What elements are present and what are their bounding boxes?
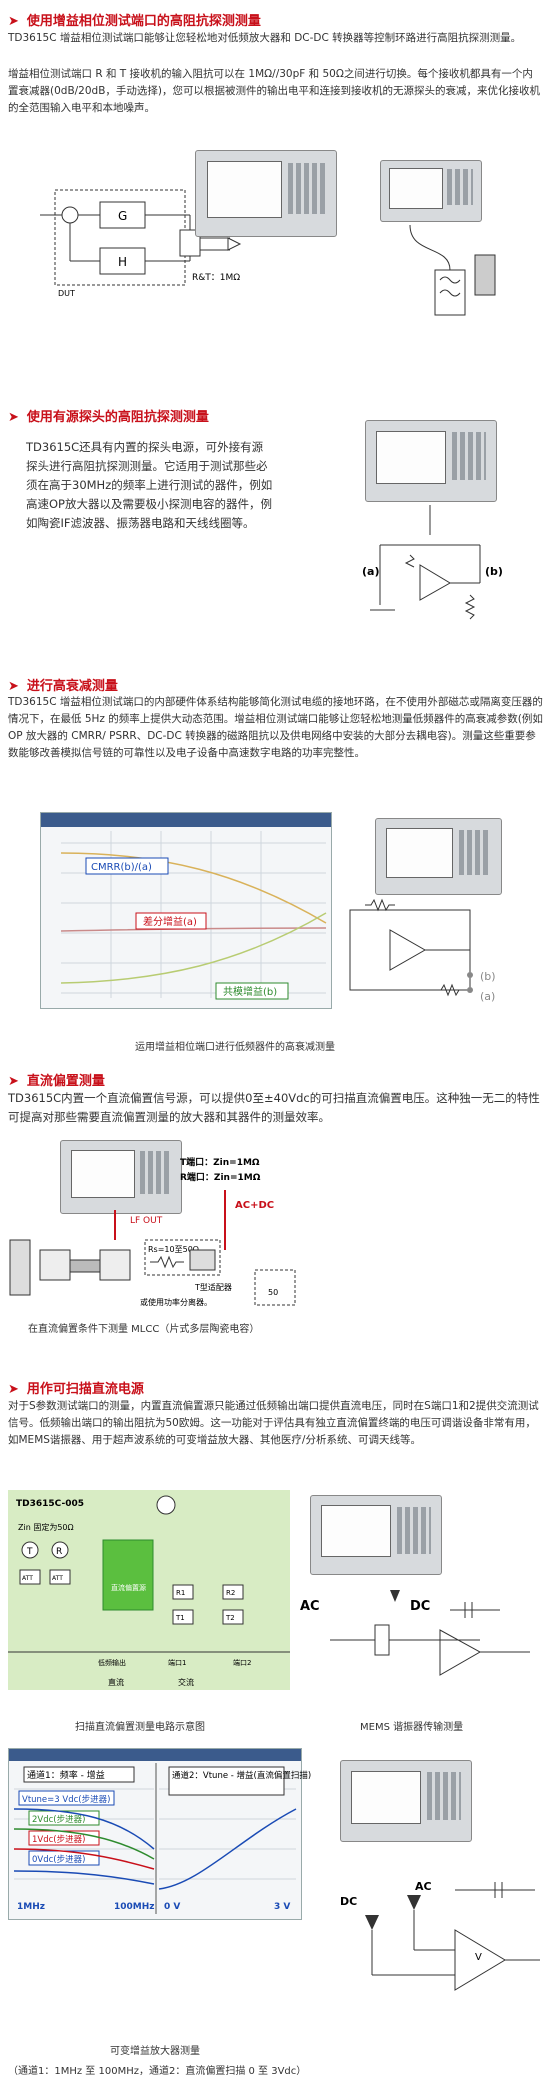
network-analyzer-image	[365, 420, 497, 502]
vga-circuit: DC AC V	[340, 1880, 540, 1991]
section-5-caption-left: 扫描直流偏置测量电路示意图	[75, 1722, 205, 1733]
t-port-label: T端口：Zin=1MΩ	[180, 1156, 260, 1168]
r50-label: 50	[268, 1288, 278, 1297]
v3-label: Vtune=3 Vdc(步进器)	[22, 1795, 110, 1805]
mems-dc-label: DC	[410, 1599, 430, 1614]
active-probe-circuit: (a) (b)	[362, 505, 503, 620]
x1-label: 1MHz	[17, 1902, 45, 1912]
cmrr-circuit: (b) (a)	[349, 898, 496, 1003]
node-a-label: (a)	[480, 990, 495, 1003]
vga-v-label: V	[475, 1952, 482, 1963]
section-heading-5: ➤ 用作可扫描直流电源	[8, 1378, 144, 1397]
vga-chart: 通道1：频率 - 增益 通道2：Vtune - 增益(直流偏置扫描) Vtune…	[9, 1749, 311, 1914]
common-gain-label: 共模增益(b)	[223, 985, 277, 998]
model-label: TD3615C-005	[16, 1499, 84, 1509]
network-analyzer-image	[60, 1140, 182, 1214]
node-b-label: (b)	[480, 970, 496, 983]
dc-path-label: 直流	[108, 1677, 124, 1687]
section-title: 使用有源探头的高阻抗探测测量	[26, 410, 209, 425]
dc-source-label: 直流偏置源	[111, 1583, 146, 1592]
rt-label: R&T：1MΩ	[192, 273, 240, 283]
attenuation-chart-screen: CMRR(b)/(a) 差分增益(a) 共模增益(b)	[40, 812, 332, 1009]
bullet-arrow-icon: ➤	[8, 1382, 19, 1397]
t2-label: T2	[225, 1614, 235, 1622]
section-1-para-1: TD3615C 增益相位测试端口能够让您轻松地对低频放大器和 DC-DC 转换器…	[8, 32, 522, 44]
network-analyzer-image	[195, 150, 337, 237]
section-5-para-1: 对于S参数测试端口的测量，内置直流偏置源只能通过低频输出端口提供直流电压，同时在…	[8, 1400, 539, 1446]
network-analyzer-probe-image	[380, 160, 482, 222]
section-4-caption: 在直流偏置条件下测量 MLCC（片式多层陶瓷电容）	[28, 1324, 260, 1335]
ac-path-label: 交流	[178, 1677, 194, 1687]
vga-chart-screen: 通道1：频率 - 增益 通道2：Vtune - 增益(直流偏置扫描) Vtune…	[8, 1748, 311, 1920]
section-3-para-1: TD3615C 增益相位测试端口的内部硬件体系结构能够简化测试电缆的接地环路，在…	[8, 696, 543, 759]
vga-ac-label: AC	[415, 1880, 432, 1893]
section-4-para-1: TD3615C内置一个直流偏置信号源，可以提供0至±40Vdc的可扫描直流偏置电…	[8, 1091, 540, 1124]
probe-setup-drawing	[409, 224, 496, 316]
x2-label: 100MHz	[114, 1902, 155, 1912]
section-5-caption-right: MEMS 谐振器传输测量	[360, 1722, 464, 1733]
v1-label: 1Vdc(步进器)	[32, 1835, 85, 1845]
dc-bias-block-diagram: TD3615C-005 Zin 固定为50Ω T R ATT ATT 直流偏置源…	[8, 1490, 290, 1690]
mems-circuit: AC DC	[300, 1590, 530, 1676]
lf-out-label: LF OUT	[130, 1216, 163, 1226]
network-analyzer-image	[375, 818, 502, 895]
block-h-label: H	[118, 255, 127, 269]
r-input-label: R	[56, 1547, 62, 1557]
section-1-para-2: 增益相位测试端口 R 和 T 接收机的输入阻抗可以在 1MΩ//30pF 和 5…	[8, 68, 541, 114]
section-heading-2: ➤ 使用有源探头的高阻抗探测测量	[8, 406, 209, 425]
probe-a-label: (a)	[362, 565, 379, 578]
block-g-label: G	[118, 209, 127, 223]
port1-label: 端口1	[168, 1658, 186, 1667]
att-2-label: ATT	[52, 1575, 63, 1582]
v0-label: 0Vdc(步进器)	[32, 1855, 85, 1865]
section-heading-3: ➤ 进行高衰减测量	[8, 675, 118, 694]
power-splitter-note: 或使用功率分离器。	[140, 1297, 212, 1307]
section-heading-4: ➤ 直流偏置测量	[8, 1070, 105, 1089]
r1-label: R1	[176, 1589, 185, 1597]
section-5-caption-bottom: 可变增益放大器测量	[110, 2046, 200, 2057]
v2-label: 2Vdc(步进器)	[32, 1815, 85, 1825]
x3-label: 0 V	[164, 1902, 180, 1912]
section-heading-1: ➤ 使用增益相位测试端口的高阻抗探测测量	[8, 10, 261, 29]
bullet-arrow-icon: ➤	[8, 410, 19, 425]
vga-dc-label: DC	[340, 1895, 357, 1908]
att-1-label: ATT	[22, 1575, 33, 1582]
rs-label: Rs=10至50Ω	[148, 1245, 199, 1254]
r-port-label: R端口：Zin=1MΩ	[180, 1171, 261, 1183]
dc-bias-mlcc-setup: T端口：Zin=1MΩ R端口：Zin=1MΩ AC+DC LF OUT Rs=…	[9, 1156, 296, 1307]
section-title: 直流偏置测量	[26, 1074, 105, 1089]
t-input-label: T	[26, 1547, 33, 1557]
section-title: 用作可扫描直流电源	[26, 1382, 144, 1397]
t-adapter-label: T型适配器	[194, 1282, 232, 1292]
bullet-arrow-icon: ➤	[8, 679, 19, 694]
section-title: 使用增益相位测试端口的高阻抗探测测量	[26, 14, 261, 29]
bullet-arrow-icon: ➤	[8, 1074, 19, 1089]
probe-b-label: (b)	[485, 565, 503, 578]
section-2-para-1: TD3615C还具有内置的探头电源，可外接有源探头进行高阻抗探测测量。它适用于测…	[26, 440, 273, 530]
lf-out-port-label: 低频输出	[98, 1658, 126, 1667]
network-analyzer-image	[340, 1760, 472, 1842]
attenuation-chart: CMRR(b)/(a) 差分增益(a) 共模增益(b)	[41, 813, 331, 1000]
ch2-label: 通道2：Vtune - 增益(直流偏置扫描)	[172, 1770, 311, 1781]
dut-label: DUT	[58, 289, 75, 298]
diff-gain-label: 差分增益(a)	[143, 915, 197, 928]
zin-label: Zin 固定为50Ω	[18, 1522, 74, 1532]
network-analyzer-image	[310, 1495, 442, 1575]
x4-label: 3 V	[274, 1902, 290, 1912]
bullet-arrow-icon: ➤	[8, 14, 19, 29]
section-5-caption-bottom-2: （通道1：1MHz 至 100MHz，通道2：直流偏置扫描 0 至 3Vdc）	[8, 2066, 307, 2077]
port2-label: 端口2	[233, 1658, 251, 1667]
loop-block-diagram: G H DUT R&T：1MΩ	[40, 189, 242, 298]
t1-label: T1	[175, 1614, 185, 1622]
section-3-caption: 运用增益相位端口进行低频器件的高衰减测量	[135, 1042, 335, 1053]
r2-label: R2	[226, 1589, 235, 1597]
ac-dc-label: AC+DC	[235, 1200, 274, 1211]
cmrr-label: CMRR(b)/(a)	[91, 862, 152, 873]
ch1-label: 通道1：频率 - 增益	[27, 1769, 105, 1781]
section-title: 进行高衰减测量	[26, 679, 118, 694]
mems-ac-label: AC	[300, 1599, 320, 1614]
